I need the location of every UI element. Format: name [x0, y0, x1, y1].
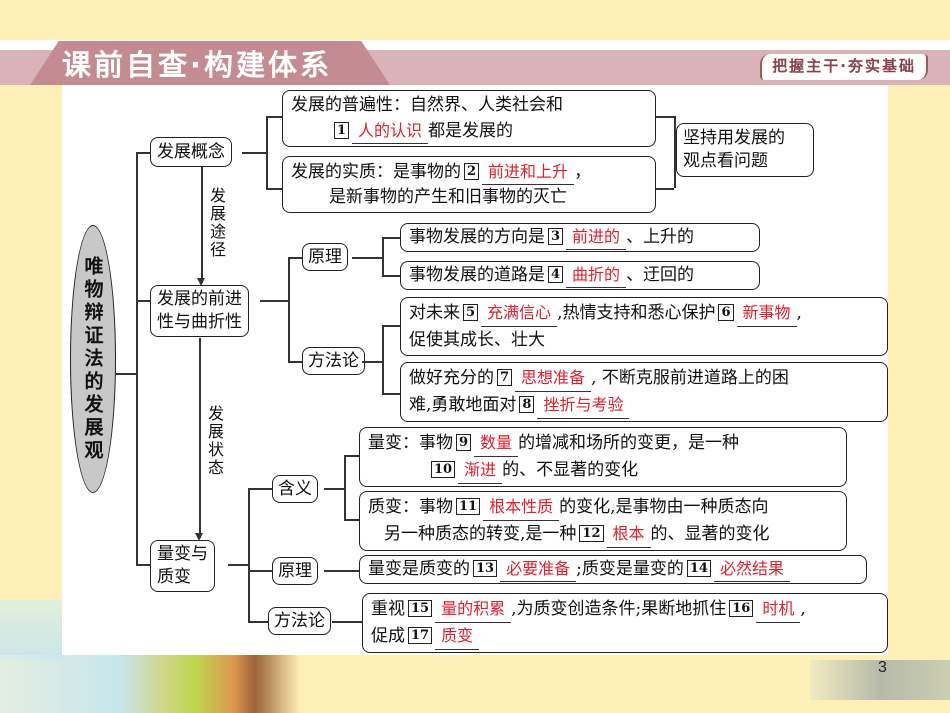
- connector: [228, 564, 250, 566]
- answer-blank-9: 数量: [474, 430, 519, 457]
- connector: [288, 257, 304, 259]
- decorative-pencil-image: [0, 655, 300, 713]
- node-progress-twists: 发展的前进 性与曲折性: [150, 285, 249, 337]
- connector: [248, 621, 272, 623]
- connector: [656, 188, 674, 190]
- edge-label-development-state: 发展状态: [205, 405, 224, 477]
- connector: [344, 455, 360, 457]
- answer-blank-6: 新事物: [736, 300, 797, 327]
- node-principle-b: 原理: [272, 557, 318, 585]
- node-conclusion: 坚持用发展的 观点看问题: [676, 123, 814, 177]
- answer-blank-17: 质变: [435, 623, 480, 650]
- node-development-concept: 发展概念: [150, 137, 232, 167]
- answer-blank-5: 充满信心: [481, 300, 558, 327]
- root-node: 唯物辩证法的发展观: [70, 225, 116, 493]
- connector: [199, 338, 201, 538]
- node-meaning-b: 含义: [272, 475, 318, 503]
- section-subtitle: 把握主干·夯实基础: [760, 54, 928, 80]
- connector: [266, 116, 268, 188]
- connector: [242, 152, 266, 154]
- connector: [656, 116, 674, 118]
- arrow-down-icon: [197, 278, 205, 286]
- connector: [362, 361, 382, 363]
- connector: [116, 373, 136, 375]
- connector: [382, 237, 384, 275]
- arrow-down-icon: [195, 533, 203, 541]
- connector: [382, 325, 384, 393]
- connector: [248, 488, 272, 490]
- node-methodology-a: 方法论: [302, 347, 365, 375]
- connector: [288, 361, 304, 363]
- node-quantitative-qualitative: 量变与 质变: [150, 540, 215, 592]
- answer-blank-14: 必然结果: [713, 557, 790, 582]
- connector: [382, 275, 400, 277]
- connector: [344, 455, 346, 519]
- connector: [201, 167, 203, 283]
- connector: [382, 325, 400, 327]
- connector: [266, 188, 284, 190]
- answer-blank-15: 量的积累: [435, 596, 512, 623]
- connector: [260, 300, 288, 302]
- connector: [136, 564, 152, 566]
- answer-blank-3: 前进的: [566, 225, 627, 250]
- connector: [382, 237, 400, 239]
- connector: [344, 519, 360, 521]
- title-tab: [30, 41, 390, 85]
- answer-blank-13: 必要准备: [500, 557, 577, 582]
- answer-blank-7: 思想准备: [515, 365, 592, 392]
- answer-blank-16: 时机: [756, 596, 801, 623]
- answer-blank-11: 根本性质: [483, 494, 560, 521]
- connector: [332, 621, 362, 623]
- answer-blank-1: 人的认识: [352, 118, 429, 144]
- answer-blank-12: 根本: [606, 521, 651, 548]
- node-principle-a: 原理: [302, 243, 348, 271]
- connector: [352, 257, 382, 259]
- connector: [248, 488, 250, 621]
- answer-blank-2: 前进和上升: [482, 159, 575, 185]
- connector: [266, 116, 284, 118]
- section-title: 课前自查·构建体系: [62, 48, 333, 82]
- answer-blank-4: 曲折的: [566, 263, 627, 288]
- connector: [324, 488, 344, 490]
- connector: [136, 300, 152, 302]
- decorative-corner: [0, 600, 62, 660]
- node-methodology-b: 方法论: [268, 607, 331, 635]
- connector: [288, 257, 290, 361]
- answer-blank-10: 渐进: [458, 457, 503, 484]
- connector: [248, 570, 272, 572]
- connector: [382, 393, 400, 395]
- concept-map: 唯物辩证法的发展观 发展概念 发展的前进 性与曲折性 量变与 质变 发展途径 发…: [62, 85, 888, 655]
- page-number: 3: [878, 659, 887, 676]
- edge-label-development-path: 发展途径: [207, 187, 226, 259]
- connector: [324, 570, 360, 572]
- connector: [136, 152, 152, 154]
- answer-blank-8: 挫折与考验: [537, 392, 630, 419]
- decorative-corner-right: [810, 660, 950, 700]
- connector: [136, 152, 138, 564]
